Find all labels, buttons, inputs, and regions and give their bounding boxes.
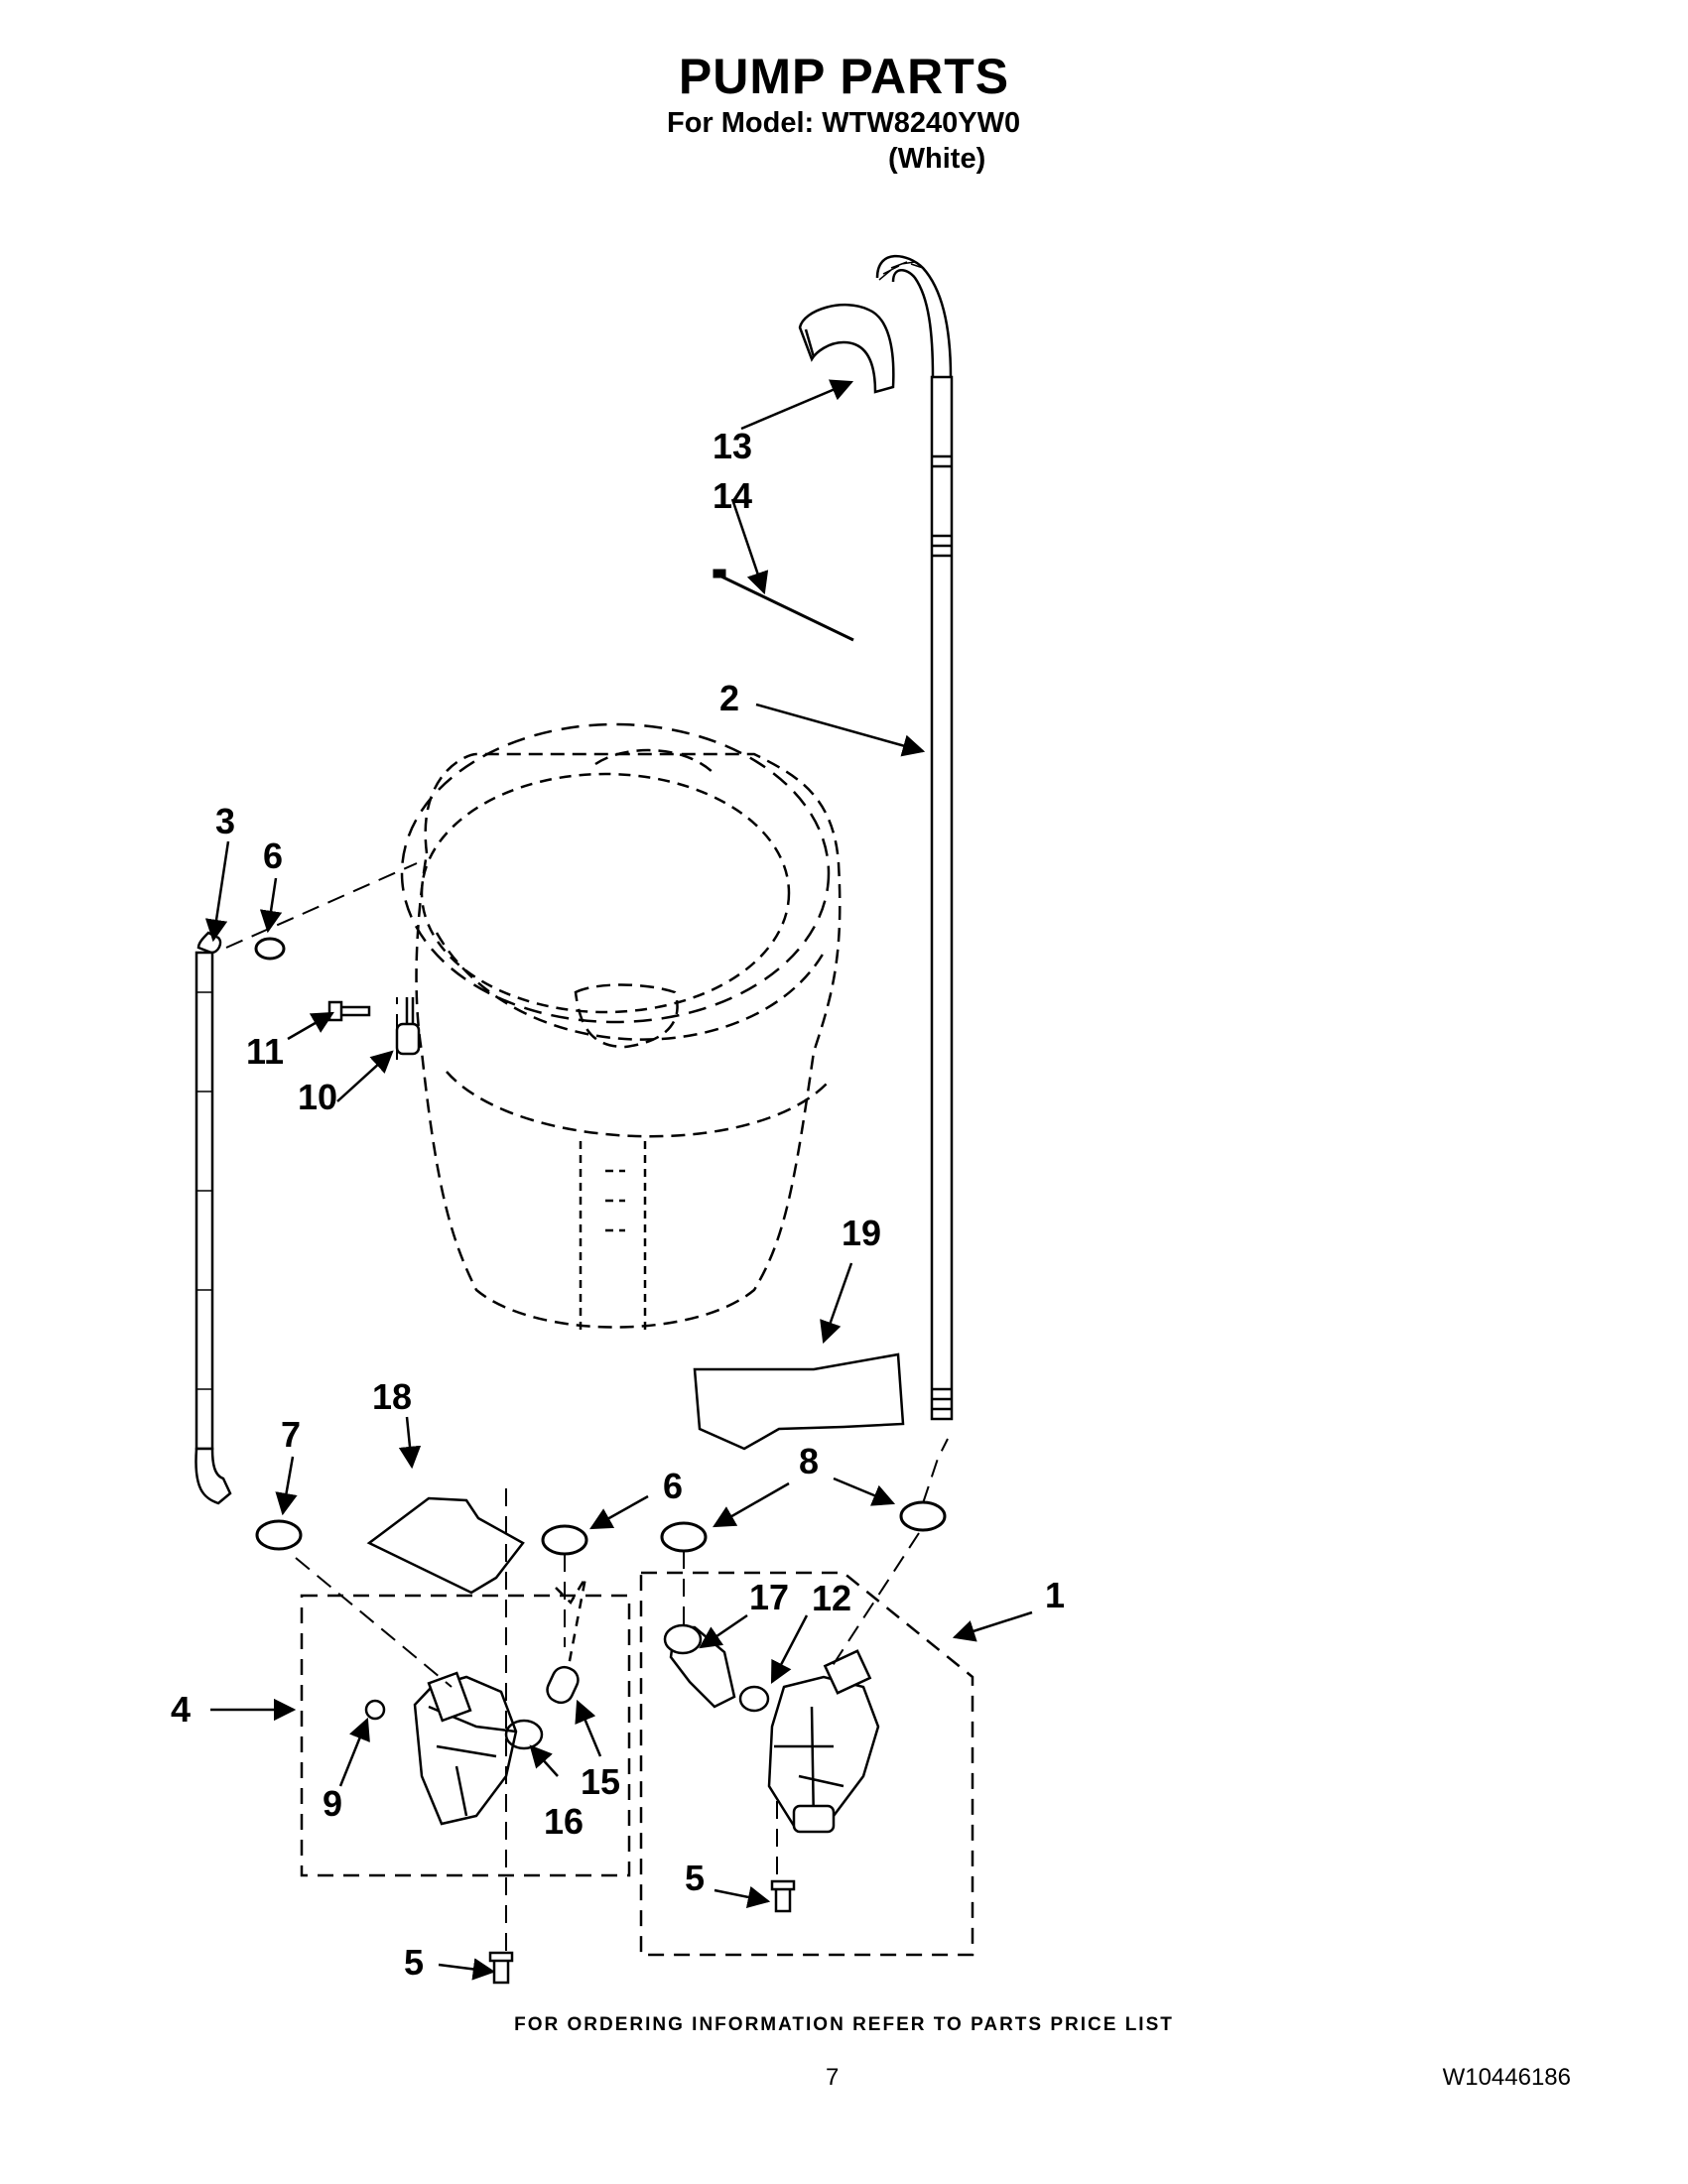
callout-2: 2 [719, 678, 739, 718]
wash-tub [400, 722, 842, 1330]
drain-hose [875, 254, 954, 1421]
callout-6-bottom: 6 [663, 1466, 683, 1506]
callout-5-right: 5 [685, 1858, 705, 1898]
callout-12: 12 [812, 1578, 851, 1618]
header: PUMP PARTS [0, 52, 1688, 101]
document-number: W10446186 [1442, 2064, 1571, 2091]
page-title: PUMP PARTS [678, 49, 1010, 104]
clamp-8-right [899, 1500, 947, 1532]
callout-5-left: 5 [404, 1942, 424, 1983]
pump-right [663, 1623, 880, 1834]
callout-13: 13 [713, 426, 752, 466]
callout-numbers: 1 2 3 4 5 5 6 6 7 8 9 11 10 12 13 14 15 … [171, 426, 1065, 1983]
page-number: 7 [826, 2064, 840, 2091]
tub-screw-and-clip [327, 997, 421, 1056]
pump-left [364, 1577, 587, 1826]
callout-1: 1 [1045, 1575, 1065, 1615]
callout-10: 10 [298, 1077, 337, 1117]
callout-7: 7 [281, 1414, 301, 1455]
callout-3: 3 [215, 801, 235, 841]
hose-clip [798, 303, 895, 394]
clamp-8-left [660, 1521, 708, 1553]
callout-8: 8 [799, 1441, 819, 1481]
callout-15: 15 [581, 1761, 620, 1802]
model-line: For Model: WTW8240YW0 [667, 107, 1021, 139]
callout-17: 17 [749, 1577, 789, 1617]
box-assembly-1 [639, 1571, 974, 1957]
callout-18: 18 [372, 1376, 412, 1417]
shield-plates [366, 1352, 905, 1595]
ordering-note: FOR ORDERING INFORMATION REFER TO PARTS … [514, 2014, 1174, 2035]
callout-6-top: 6 [263, 835, 283, 876]
box-assembly-4 [300, 1594, 631, 1877]
clamp-6-bottom [541, 1524, 588, 1556]
callout-16: 16 [544, 1801, 584, 1842]
callout-11: 11 [246, 1031, 284, 1072]
model-color: (White) [888, 143, 986, 175]
callout-14: 14 [713, 475, 752, 516]
callout-4: 4 [171, 1689, 191, 1730]
cable-tie [713, 569, 854, 642]
callout-leaders [204, 379, 1033, 1981]
callout-9: 9 [323, 1783, 342, 1824]
callout-19: 19 [842, 1213, 881, 1253]
clamp-6-top [254, 937, 286, 961]
assembly-boxes [300, 1571, 974, 1957]
plate-18 [366, 1496, 525, 1595]
clamp-7 [255, 1519, 303, 1551]
plate-19 [693, 1352, 905, 1451]
recirculation-hose [195, 931, 232, 1505]
pump-screws [488, 1879, 796, 1985]
assembly-lines [225, 862, 949, 1955]
